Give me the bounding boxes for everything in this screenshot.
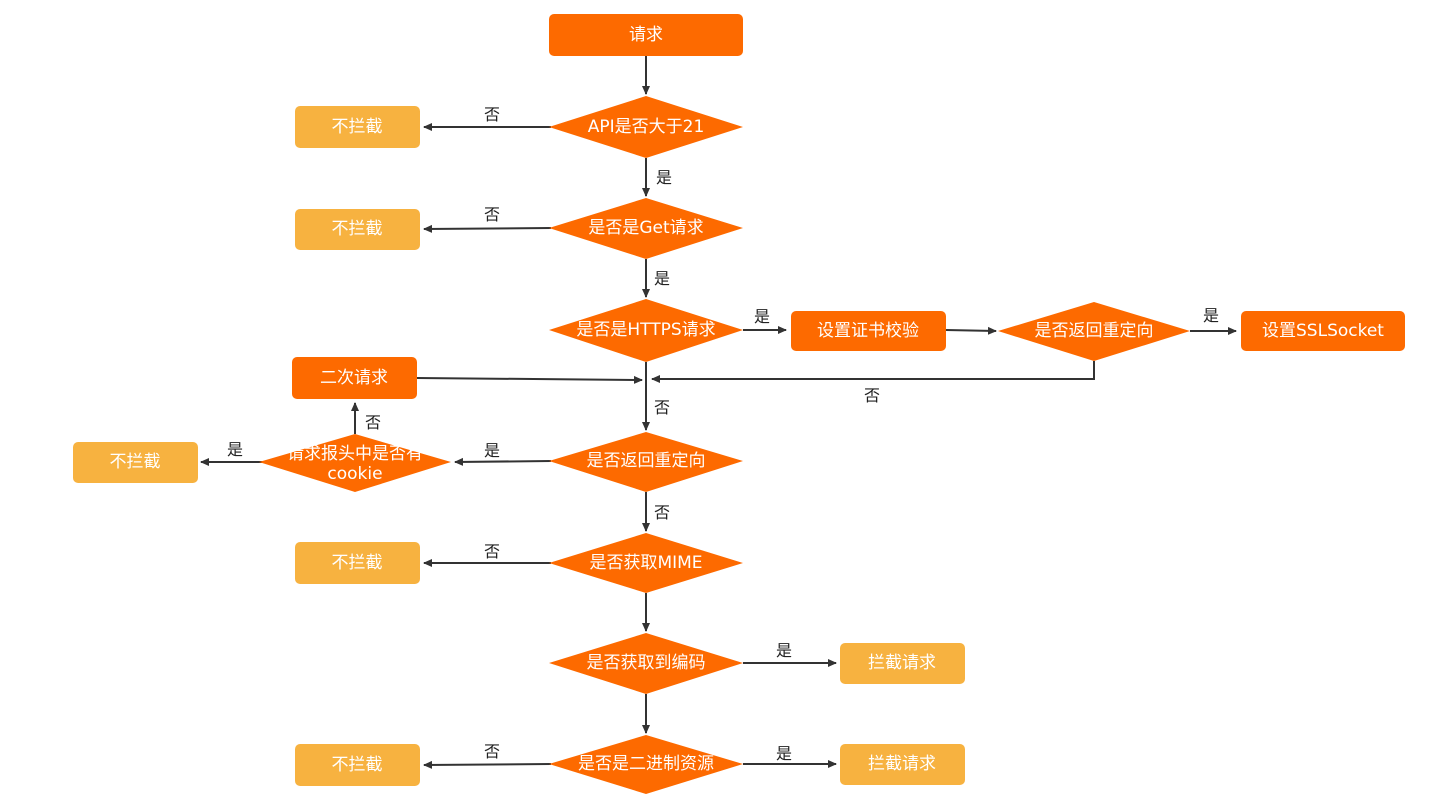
node-intercept-2-label: 拦截请求 <box>868 754 936 774</box>
node-intercept-1 <box>840 643 965 684</box>
node-intercept-1-label: 拦截请求 <box>868 653 936 673</box>
node-no-intercept-2 <box>295 209 420 250</box>
decision-is-get-label: 是否是Get请求 <box>588 218 703 238</box>
node-request-label: 请求 <box>629 25 663 45</box>
node-second-request <box>292 357 417 399</box>
label-binary-no: 否 <box>484 742 500 761</box>
node-no-intercept-1-label: 不拦截 <box>332 117 383 137</box>
decision-api-gt-21 <box>549 96 743 158</box>
decision-is-https-label: 是否是HTTPS请求 <box>576 320 715 340</box>
node-no-intercept-4 <box>295 542 420 584</box>
label-cookie-no: 否 <box>365 413 381 432</box>
decision-redirect-1-label: 是否返回重定向 <box>1035 321 1154 341</box>
label-redirect1-yes: 是 <box>1203 306 1219 325</box>
edge-binary-no <box>423 760 552 769</box>
decision-redirect-2-label: 是否返回重定向 <box>587 451 706 471</box>
decision-get-mime-label: 是否获取MIME <box>589 553 702 573</box>
decision-get-encoding-label: 是否获取到编码 <box>587 653 706 673</box>
label-https-yes: 是 <box>754 307 770 326</box>
edge-cert-to-redirect1 <box>945 326 997 335</box>
decision-redirect-2 <box>549 432 743 492</box>
node-second-request-label: 二次请求 <box>320 368 388 388</box>
node-no-intercept-5-label: 不拦截 <box>332 755 383 775</box>
decision-is-get <box>549 198 743 259</box>
label-api-yes: 是 <box>656 168 672 187</box>
edge-labels: 否 是 否 是 是 是 否 否 是 是 否 否 否 是 否 是 <box>227 105 1219 763</box>
edges <box>200 56 1237 769</box>
decision-get-encoding <box>549 633 743 694</box>
label-redirect1-no: 否 <box>864 386 880 405</box>
node-no-intercept-3-label: 不拦截 <box>110 452 161 472</box>
edge-get-no <box>423 224 552 233</box>
decision-redirect-1 <box>998 302 1190 361</box>
label-get-no: 否 <box>484 205 500 224</box>
decision-has-cookie-label-line2: cookie <box>327 464 382 484</box>
label-get-yes: 是 <box>654 269 670 288</box>
label-cookie-yes: 是 <box>227 440 243 459</box>
node-no-intercept-3 <box>73 442 198 483</box>
node-set-cert-check <box>791 311 946 351</box>
node-no-intercept-5 <box>295 744 420 786</box>
node-intercept-2 <box>840 744 965 785</box>
decision-has-cookie <box>259 434 451 492</box>
decision-get-mime <box>549 533 743 593</box>
nodes: 请求 API是否大于21 不拦截 是否是Get请求 不拦截 是否是HTTPS请求… <box>73 14 1405 794</box>
decision-is-binary-label: 是否是二进制资源 <box>578 754 714 774</box>
node-no-intercept-2-label: 不拦截 <box>332 219 383 239</box>
node-request <box>549 14 743 56</box>
node-set-cert-check-label: 设置证书校验 <box>817 321 919 341</box>
label-encoding-yes: 是 <box>776 641 792 660</box>
decision-has-cookie-label-line1: 请求报头中是否有 <box>287 444 423 464</box>
label-mime-no: 否 <box>484 542 500 561</box>
node-set-ssl-socket <box>1241 311 1405 351</box>
edge-second-request-back <box>416 375 643 384</box>
label-redirect2-no: 否 <box>654 503 670 522</box>
decision-api-gt-21-label: API是否大于21 <box>588 117 705 137</box>
decision-is-binary <box>549 735 743 794</box>
decision-is-https <box>549 299 743 362</box>
label-redirect2-yes: 是 <box>484 441 500 460</box>
edge-redirect2-yes <box>454 457 552 466</box>
label-https-no: 否 <box>654 398 670 417</box>
label-binary-yes: 是 <box>776 744 792 763</box>
node-no-intercept-4-label: 不拦截 <box>332 553 383 573</box>
node-set-ssl-socket-label: 设置SSLSocket <box>1262 321 1384 341</box>
node-no-intercept-1 <box>295 106 420 148</box>
edge-redirect1-no <box>651 361 1095 383</box>
label-api-no: 否 <box>484 105 500 124</box>
